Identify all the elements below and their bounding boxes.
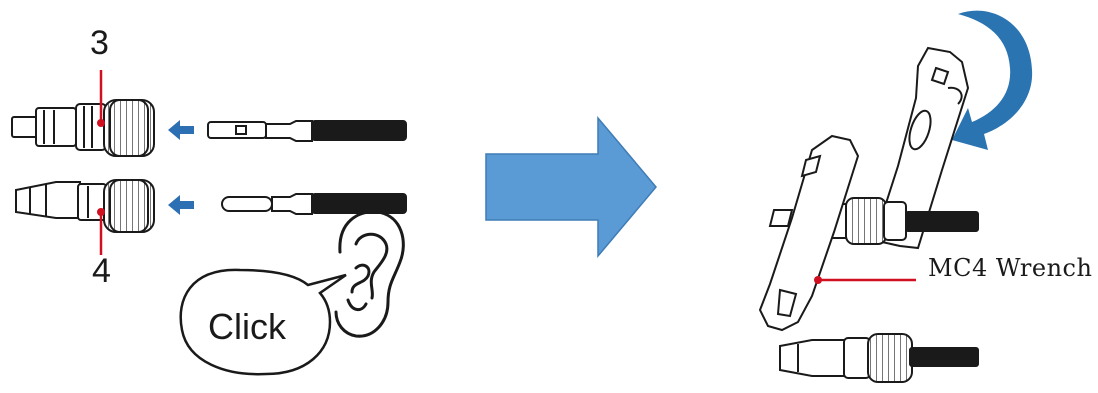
ear-icon: [336, 212, 403, 336]
connector-4: [16, 180, 154, 232]
connector-bottom-right: [780, 334, 978, 382]
callout-wrench: [814, 276, 916, 284]
connector-assembled: [822, 198, 978, 244]
right-arrow-icon: [486, 118, 656, 256]
label-mc4-wrench: MC4 Wrench: [928, 254, 1092, 282]
label-part-4: 4: [92, 252, 111, 291]
label-part-3: 3: [90, 24, 109, 63]
label-click: Click: [208, 306, 286, 348]
insert-arrow-bottom-icon: [168, 195, 194, 215]
connector-3: [12, 100, 154, 156]
contact-cable-top: [208, 121, 406, 141]
insert-arrow-top-icon: [168, 120, 194, 140]
